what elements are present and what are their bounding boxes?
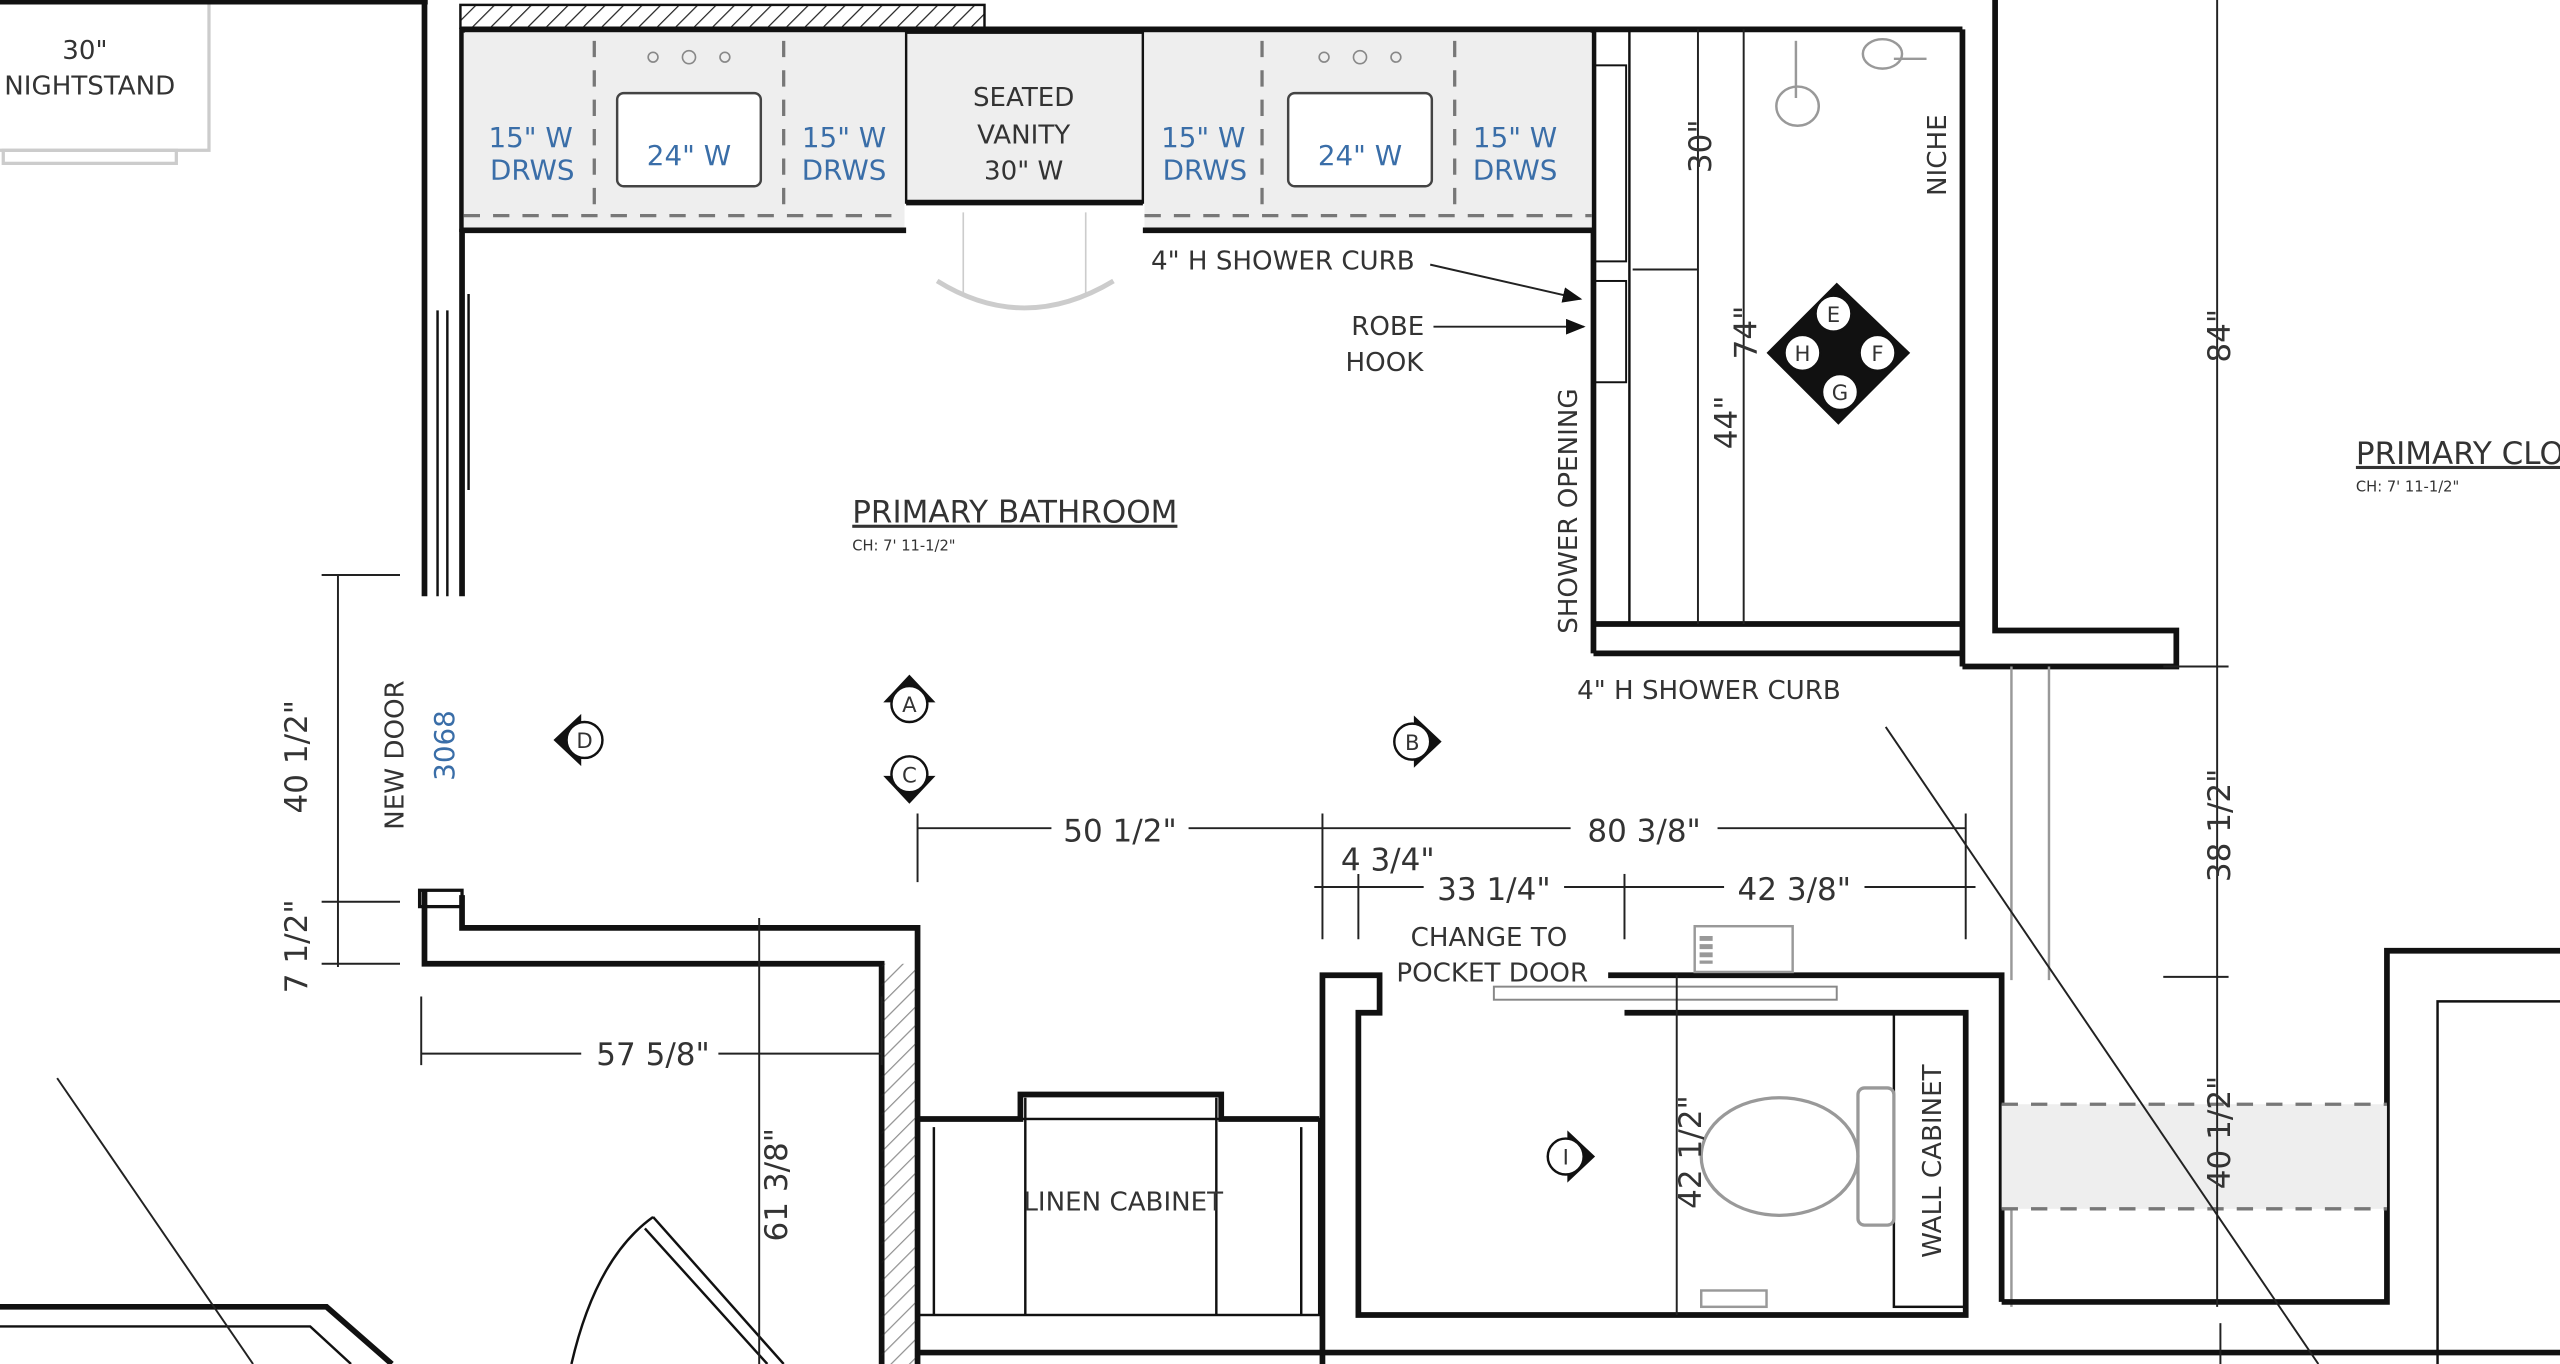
dim-42-v: 42 1/2" xyxy=(1673,1095,1709,1209)
ceiling-height-closet: CH: 7' 11-1/2" xyxy=(2356,479,2459,496)
svg-text:A: A xyxy=(902,693,917,718)
robe-hook-note: HOOK xyxy=(1346,348,1425,378)
dim-74: 74" xyxy=(1729,306,1765,360)
dim-50: 50 1/2" xyxy=(1063,813,1176,849)
seated-vanity-label: VANITY xyxy=(977,121,1070,151)
marker-f[interactable]: F xyxy=(1858,333,1897,373)
wall-cabinet-label: WALL CABINET xyxy=(1918,1063,1948,1257)
svg-text:H: H xyxy=(1794,342,1810,367)
door-code: 3068 xyxy=(428,710,461,781)
svg-text:F: F xyxy=(1871,342,1883,367)
marker-g[interactable]: G xyxy=(1820,372,1860,412)
dim-44: 44" xyxy=(1709,395,1745,449)
sink-label: 24" W xyxy=(1318,139,1402,172)
svg-text:D: D xyxy=(576,729,592,754)
drawer-label: 15" W xyxy=(1161,121,1245,154)
new-door-note: NEW DOOR xyxy=(380,680,410,830)
drawer-label: DRWS xyxy=(1473,154,1558,187)
elevation-markers: A B C D E F G H I xyxy=(553,282,1911,1183)
drawer-label: 15" W xyxy=(488,121,572,154)
seated-vanity: SEATED VANITY 30" W xyxy=(904,31,1145,311)
marker-d[interactable]: D xyxy=(553,713,604,767)
pocket-door-note: CHANGE TO xyxy=(1411,923,1568,953)
vanity-left: 15" W DRWS 24" W 15" W DRWS xyxy=(462,32,907,234)
seated-vanity-label: SEATED xyxy=(973,83,1074,113)
dim-40-left: 40 1/2" xyxy=(279,700,315,814)
svg-text:B: B xyxy=(1405,731,1420,756)
marker-e[interactable]: E xyxy=(1814,294,1853,333)
robe-hook-note: ROBE xyxy=(1351,312,1424,342)
shower-fixtures: NICHE xyxy=(1775,37,1953,196)
drawer-label: DRWS xyxy=(1163,154,1248,187)
svg-text:G: G xyxy=(1832,381,1848,406)
dim-7: 7 1/2" xyxy=(279,899,315,993)
dim-84: 84" xyxy=(2202,309,2238,363)
shower-curb-note: 4" H SHOWER CURB xyxy=(1151,247,1415,277)
drawer-label: 15" W xyxy=(802,121,886,154)
drawer-label: DRWS xyxy=(490,154,575,187)
niche-label: NICHE xyxy=(1923,114,1953,196)
dim-38: 38 1/2" xyxy=(2202,769,2238,883)
shower-curb-note: 4" H SHOWER CURB xyxy=(1577,676,1841,706)
marker-i[interactable]: I xyxy=(1546,1130,1596,1183)
annotations: 4" H SHOWER CURB ROBE HOOK SHOWER OPENIN… xyxy=(380,247,1841,989)
dim-30: 30" xyxy=(1683,119,1719,173)
svg-text:C: C xyxy=(902,763,917,788)
room-name-closet: PRIMARY CLO xyxy=(2356,436,2560,472)
dim-57: 57 5/8" xyxy=(596,1037,709,1073)
shower-opening-note: SHOWER OPENING xyxy=(1554,388,1584,633)
linen-cabinet: LINEN CABINET xyxy=(916,1091,1321,1317)
room-name-bathroom: PRIMARY BATHROOM xyxy=(852,495,1177,531)
drawer-label: 15" W xyxy=(1473,121,1557,154)
nightstand-label: NIGHTSTAND xyxy=(4,72,175,102)
nightstand: 30" NIGHTSTAND xyxy=(0,0,211,165)
drawer-label: DRWS xyxy=(802,154,887,187)
vanity-right: 15" W DRWS 24" W 15" W DRWS xyxy=(1142,32,1594,234)
pocket-door-note: POCKET DOOR xyxy=(1396,959,1588,989)
dim-33: 33 1/4" xyxy=(1437,872,1550,908)
seated-vanity-size: 30" W xyxy=(984,157,1063,187)
svg-text:E: E xyxy=(1827,303,1840,328)
dimensions: 30" 74" 44" 84" 38 1/2" 40 1/2" 40 1/2" … xyxy=(279,0,2238,1364)
marker-h[interactable]: H xyxy=(1783,333,1822,373)
dim-4: 4 3/4" xyxy=(1341,843,1435,879)
dim-40-right: 40 1/2" xyxy=(2202,1076,2238,1190)
ceiling-height-bathroom: CH: 7' 11-1/2" xyxy=(852,537,955,554)
marker-b[interactable]: B xyxy=(1393,715,1442,768)
dim-42-h: 42 3/8" xyxy=(1738,872,1851,908)
marker-c[interactable]: C xyxy=(883,755,936,804)
nightstand-size: 30" xyxy=(62,36,107,66)
sink-label: 24" W xyxy=(647,139,731,172)
dim-61: 61 3/8" xyxy=(759,1128,795,1242)
dim-80: 80 3/8" xyxy=(1587,813,1700,849)
linen-cabinet-label: LINEN CABINET xyxy=(1023,1187,1224,1217)
marker-a[interactable]: A xyxy=(883,674,936,724)
svg-text:I: I xyxy=(1563,1146,1569,1171)
